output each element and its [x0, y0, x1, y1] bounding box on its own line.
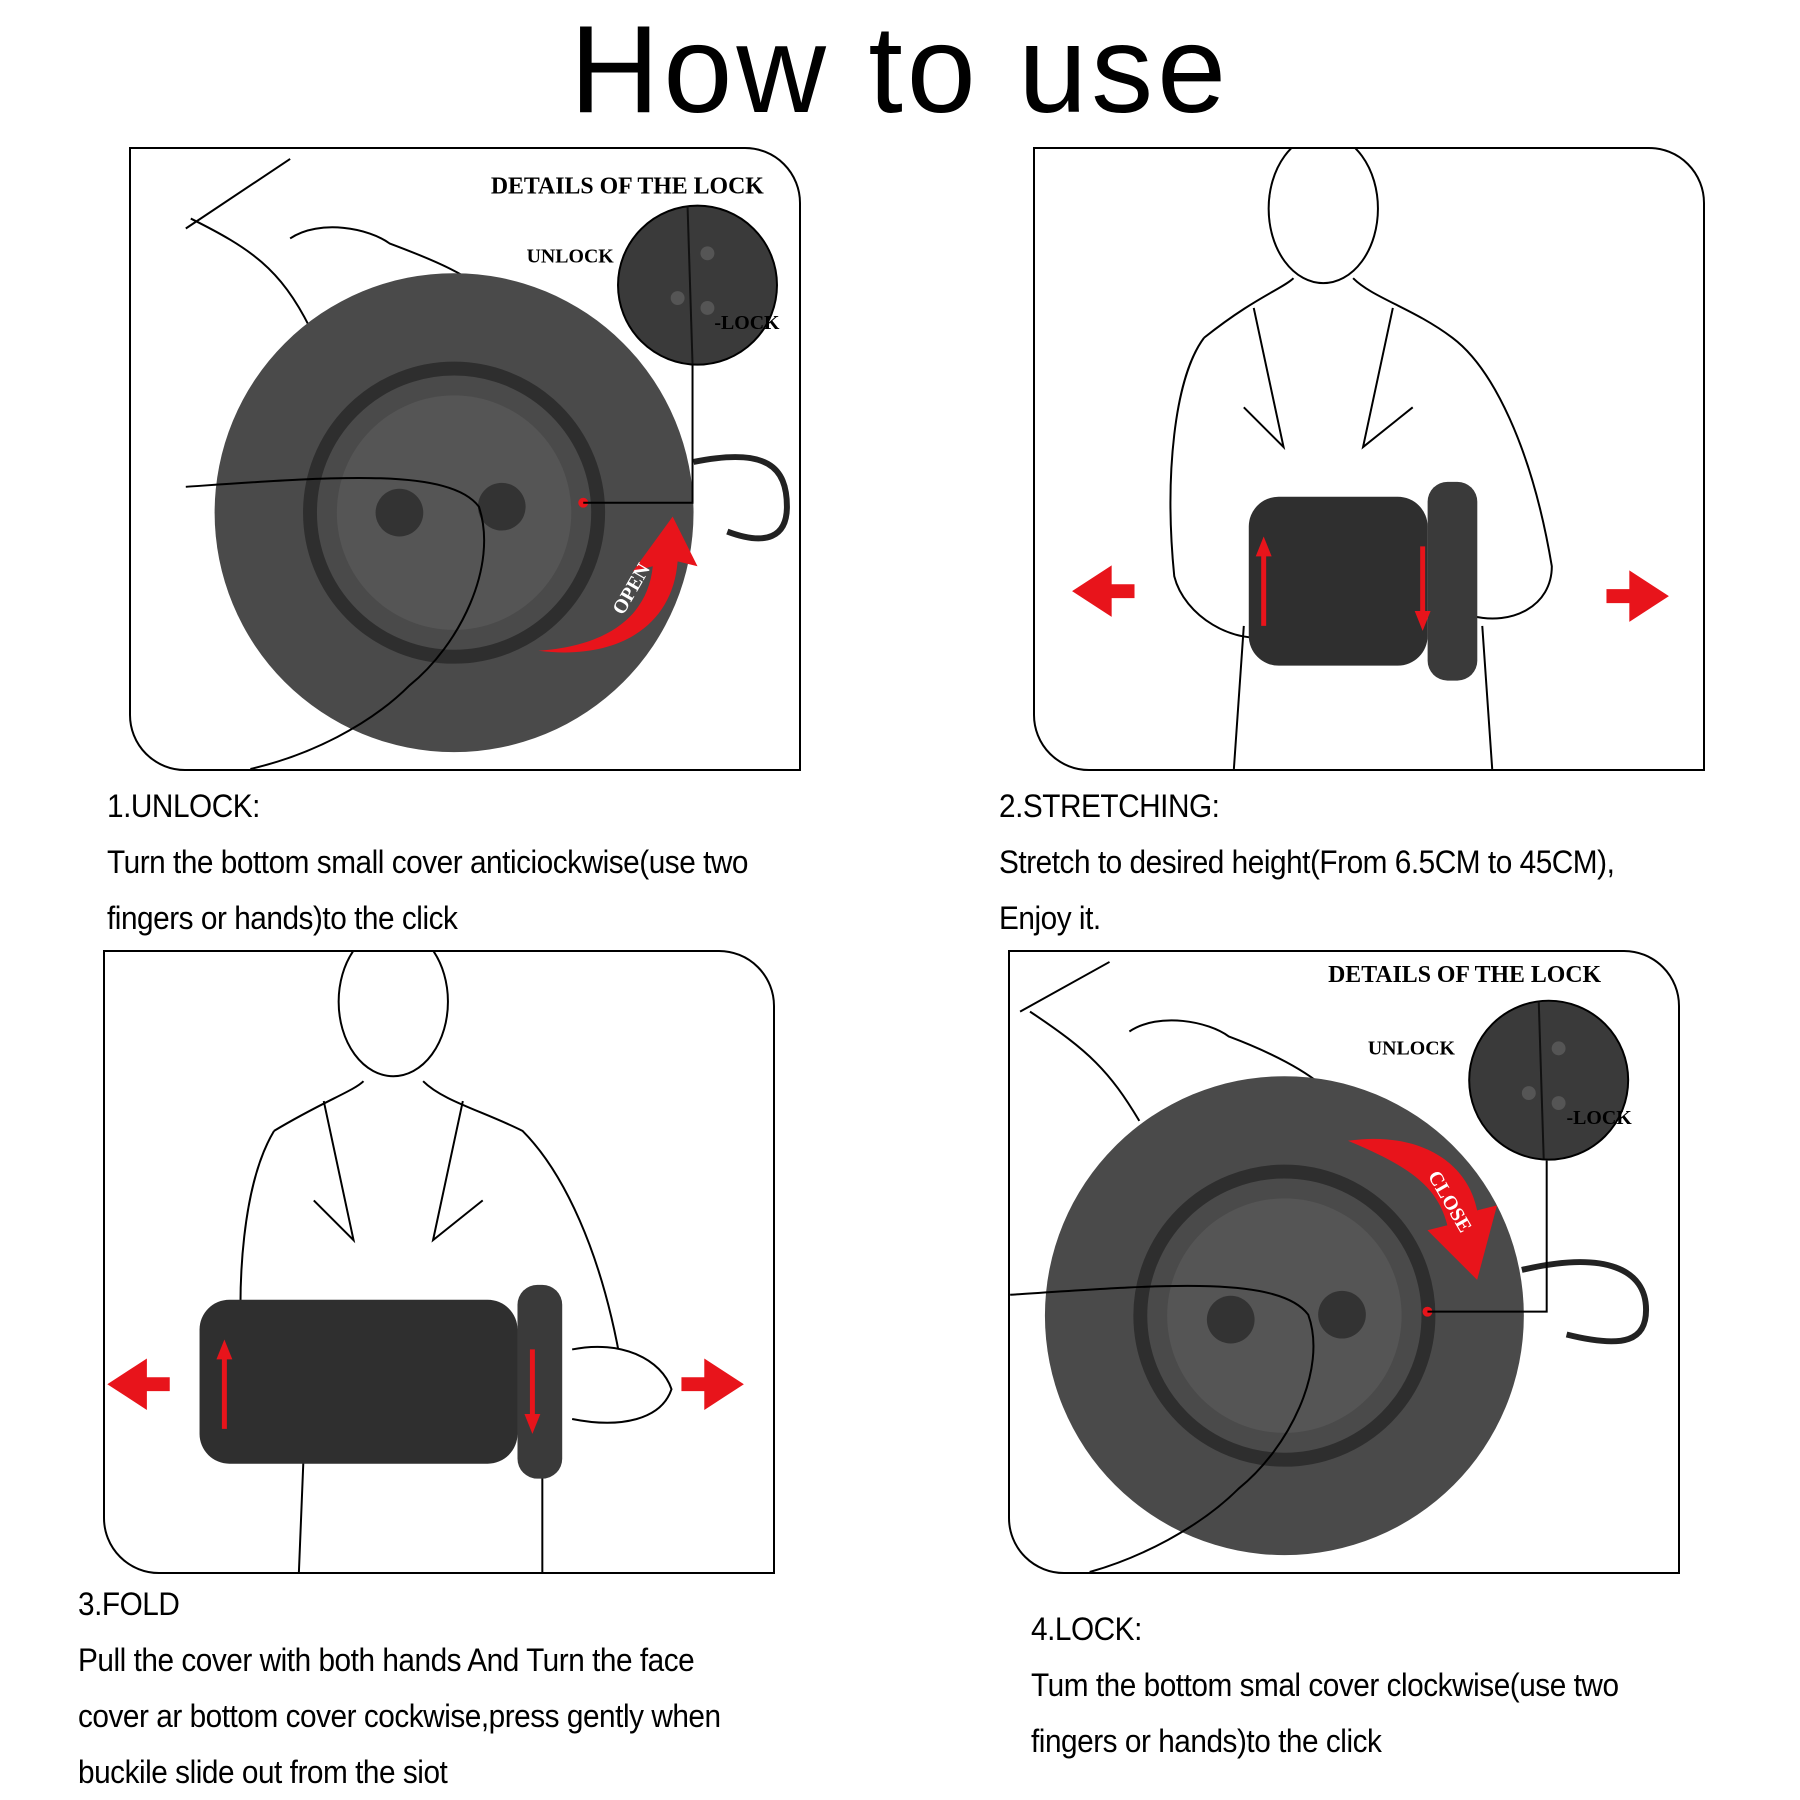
- step-4-illustration: CLOSE DETAILS OF THE LOCK UNLOCK -LOCK: [1008, 950, 1680, 1574]
- step-2-illustration: [1033, 147, 1705, 771]
- step-heading: 4.LOCK:: [1031, 1611, 1142, 1647]
- step-3-illustration: [103, 950, 775, 1574]
- step-heading: 1.UNLOCK:: [107, 788, 260, 824]
- step-4-caption: 4.LOCK: Tum the bottom smal cover clockw…: [1031, 1601, 1619, 1769]
- step-text-line: Pull the cover with both hands And Turn …: [78, 1642, 695, 1678]
- step-1-caption: 1.UNLOCK: Turn the bottom small cover an…: [107, 778, 748, 946]
- details-of-lock-label: DETAILS OF THE LOCK: [1328, 962, 1601, 988]
- step-text-line: fingers or hands)to the click: [1031, 1723, 1382, 1759]
- unlock-label: UNLOCK: [1368, 1037, 1456, 1059]
- step-text-line: Turn the bottom small cover anticiockwis…: [107, 844, 749, 880]
- step-heading: 3.FOLD: [78, 1586, 180, 1622]
- step-text-line: Enjoy it.: [999, 900, 1101, 936]
- step-3-caption: 3.FOLD Pull the cover with both hands An…: [78, 1576, 721, 1800]
- lock-label: -LOCK: [714, 312, 780, 334]
- step-text-line: Tum the bottom smal cover clockwise(use …: [1031, 1667, 1619, 1703]
- step-2-caption: 2.STRETCHING: Stretch to desired height(…: [999, 778, 1615, 946]
- step-text-line: buckile slide out from the siot: [78, 1754, 448, 1790]
- page-title: How to use: [569, 1, 1231, 139]
- unlock-label: UNLOCK: [527, 245, 615, 267]
- step-text-line: fingers or hands)to the click: [107, 900, 458, 936]
- step-1-illustration: OPEN DETAILS OF THE LOCK UNLOCK -LOCK: [129, 147, 801, 771]
- details-of-lock-label: DETAILS OF THE LOCK: [491, 174, 764, 200]
- step-heading: 2.STRETCHING:: [999, 788, 1220, 824]
- step-text-line: Stretch to desired height(From 6.5CM to …: [999, 844, 1615, 880]
- step-text-line: cover ar bottom cover cockwise,press gen…: [78, 1698, 721, 1734]
- lock-label: -LOCK: [1567, 1107, 1633, 1129]
